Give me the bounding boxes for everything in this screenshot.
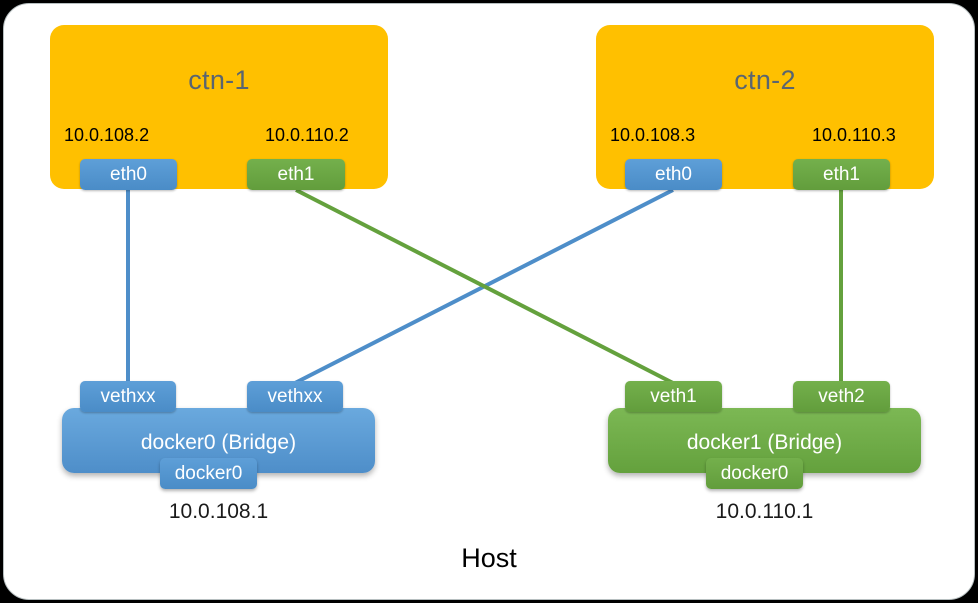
host-label: Host bbox=[461, 543, 517, 573]
veth-docker0-1[interactable]: vethxx bbox=[80, 381, 176, 412]
bridge-ip-docker0: 10.0.108.1 bbox=[168, 500, 269, 523]
veth-docker1-2[interactable]: veth2 bbox=[793, 381, 890, 412]
ip-label-ctn1-eth0: 10.0.108.2 bbox=[64, 125, 150, 145]
interface-ctn2-eth0[interactable]: eth0 bbox=[625, 159, 722, 190]
bridge-badge-docker0[interactable]: docker0 bbox=[160, 458, 257, 489]
bridge-title: docker0 (Bridge) bbox=[140, 431, 297, 454]
ip-label-ctn1-eth1: 10.0.110.2 bbox=[265, 125, 349, 145]
bridge-title: docker1 (Bridge) bbox=[686, 431, 843, 454]
bridge-docker0[interactable]: docker0 (Bridge) bbox=[62, 408, 375, 473]
veth-docker1-1[interactable]: veth1 bbox=[625, 381, 722, 412]
bridge-badge-docker1[interactable]: docker0 bbox=[706, 458, 803, 489]
interface-ctn1-eth0[interactable]: eth0 bbox=[80, 159, 177, 190]
veth-docker0-2[interactable]: vethxx bbox=[247, 381, 343, 412]
interface-ctn1-eth1[interactable]: eth1 bbox=[247, 159, 345, 190]
ip-label-ctn2-eth0: 10.0.108.3 bbox=[610, 125, 696, 145]
container-title: ctn-1 bbox=[188, 65, 250, 95]
ip-label-ctn2-eth1: 10.0.110.3 bbox=[812, 125, 896, 145]
container-title: ctn-2 bbox=[734, 65, 796, 95]
bridge-ip-docker1: 10.0.110.1 bbox=[715, 500, 814, 523]
interface-ctn2-eth1[interactable]: eth1 bbox=[793, 159, 890, 190]
